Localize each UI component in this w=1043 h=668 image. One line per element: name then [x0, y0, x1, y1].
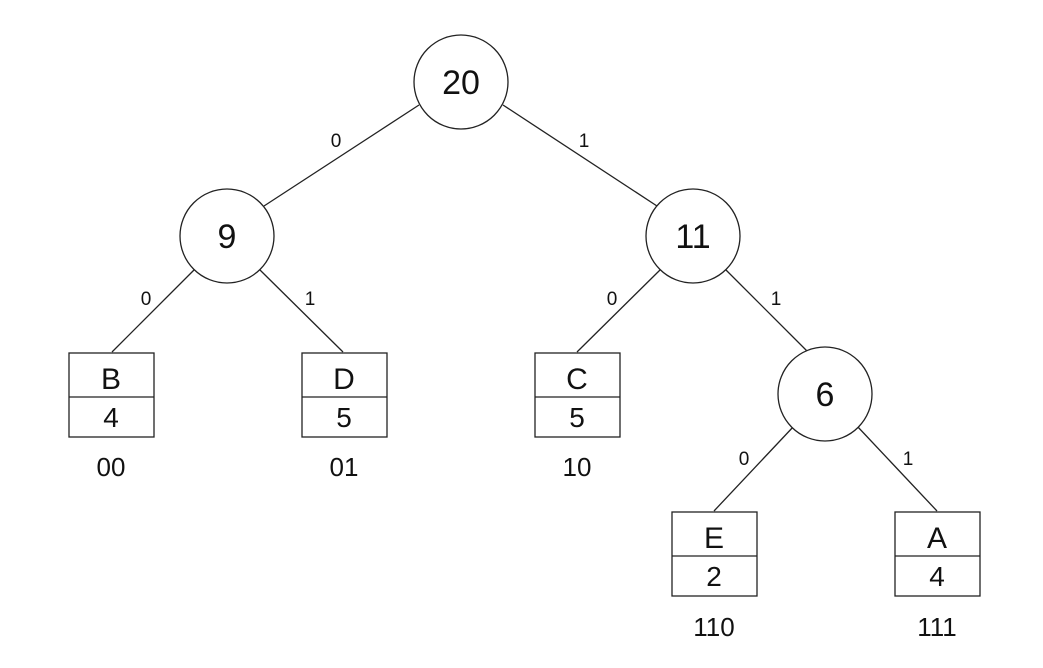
leaf-node-c: C 5 — [534, 352, 621, 438]
leaf-node-e: E 2 — [671, 511, 758, 597]
leaf-weight: 4 — [103, 402, 119, 433]
edge-bit-6-e: 0 — [739, 449, 750, 470]
edge-bit-9-d: 1 — [305, 289, 316, 310]
leaf-weight: 4 — [929, 561, 945, 592]
leaf-symbol: A — [927, 522, 947, 555]
node-value: 9 — [218, 218, 237, 256]
leaf-code-a: 111 — [917, 612, 957, 642]
edge-bit-20-9: 0 — [331, 131, 342, 152]
edges — [111, 104, 938, 512]
leaf-code-b: 00 — [97, 452, 126, 482]
leaf-weight: 2 — [706, 561, 722, 592]
edge-9-b — [111, 269, 195, 353]
leaf-symbol: B — [101, 363, 121, 396]
edge-bit-11-6: 1 — [771, 289, 782, 310]
leaf-node-b: B 4 — [68, 352, 155, 438]
leaf-nodes: B 4 D 5 C 5 E 2 — [68, 352, 981, 597]
leaf-node-a: A 4 — [894, 511, 981, 597]
leaf-symbol: D — [333, 363, 355, 396]
edge-bit-20-11: 1 — [579, 131, 590, 152]
edge-bit-9-b: 0 — [141, 289, 152, 310]
edge-bits: 0 1 0 1 0 1 0 1 — [141, 131, 914, 470]
leaf-code-c: 10 — [563, 452, 592, 482]
leaf-codes: 00 01 10 110 111 — [97, 452, 957, 642]
internal-node-6: 6 — [777, 346, 873, 442]
edge-bit-11-c: 0 — [607, 289, 618, 310]
node-value: 11 — [675, 218, 710, 256]
leaf-symbol: E — [704, 522, 724, 555]
edge-6-e — [713, 425, 795, 512]
leaf-weight: 5 — [336, 402, 352, 433]
edge-9-d — [259, 269, 344, 353]
leaf-weight: 5 — [569, 402, 585, 433]
edge-11-6 — [725, 269, 809, 353]
edge-bit-6-a: 1 — [903, 449, 914, 470]
node-value: 20 — [442, 64, 480, 102]
leaf-symbol: C — [566, 363, 588, 396]
leaf-code-e: 110 — [693, 612, 734, 642]
internal-node-11: 11 — [645, 188, 741, 284]
edge-20-9 — [263, 104, 420, 207]
internal-node-20: 20 — [413, 34, 509, 130]
leaf-code-d: 01 — [330, 452, 359, 482]
node-value: 6 — [816, 376, 835, 414]
leaf-node-d: D 5 — [301, 352, 388, 438]
edge-11-c — [576, 269, 661, 353]
internal-node-9: 9 — [179, 188, 275, 284]
edge-20-11 — [502, 104, 658, 207]
internal-nodes: 20 9 11 6 — [179, 34, 873, 442]
edge-6-a — [856, 425, 938, 512]
